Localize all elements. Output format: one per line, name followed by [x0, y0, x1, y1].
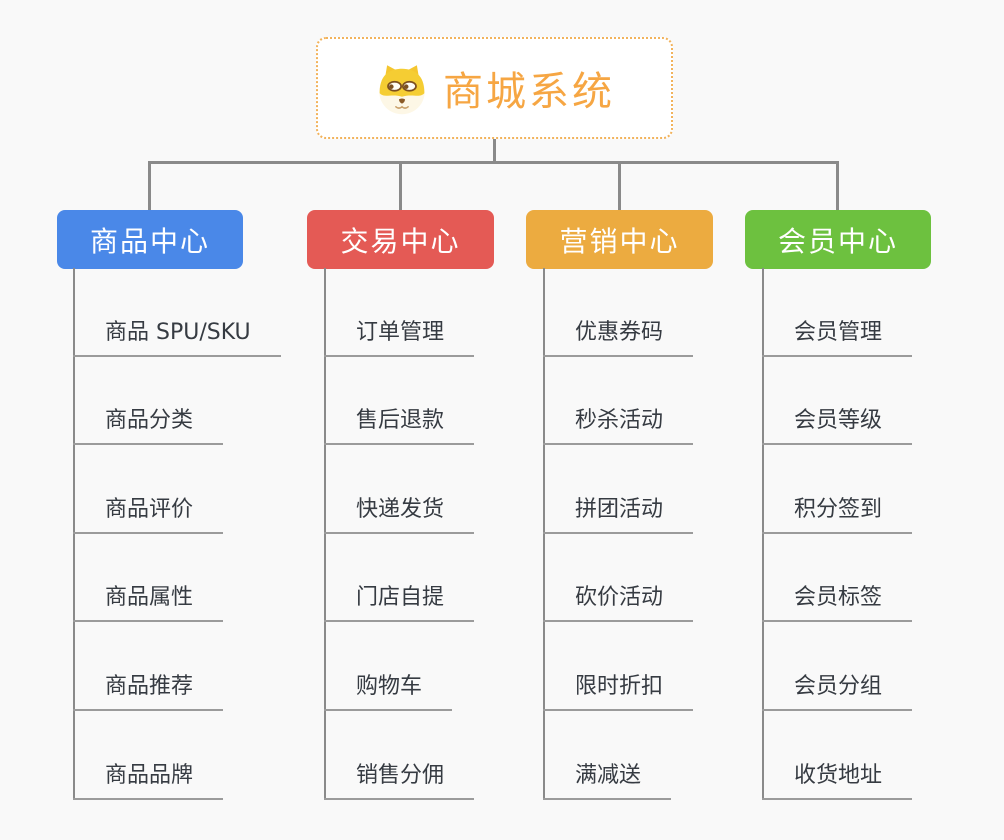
- mindmap-node[interactable]: 订单管理: [324, 268, 475, 357]
- mindmap-node[interactable]: 售后退款: [324, 357, 475, 446]
- node-label: 积分签到: [762, 491, 913, 534]
- mindmap-node[interactable]: 会员等级: [762, 357, 913, 446]
- mindmap-node[interactable]: 商品推荐: [73, 622, 281, 711]
- node-label: 商品分类: [73, 402, 224, 446]
- connector-stub-member: [836, 161, 839, 210]
- mindmap-node[interactable]: 收货地址: [762, 711, 913, 800]
- mindmap-node[interactable]: 门店自提: [324, 534, 475, 623]
- node-label: 拼团活动: [543, 491, 694, 534]
- branch-header-member[interactable]: 会员中心: [745, 210, 931, 269]
- node-label: 商品 SPU/SKU: [73, 314, 281, 357]
- branch-header-marketing[interactable]: 营销中心: [526, 210, 713, 269]
- connector-stub-product: [148, 161, 151, 210]
- node-label: 收货地址: [762, 757, 913, 800]
- node-label: 会员标签: [762, 579, 913, 623]
- branch-header-label: 会员中心: [777, 224, 898, 258]
- node-label: 会员分组: [762, 668, 913, 711]
- mindmap-node[interactable]: 商品 SPU/SKU: [73, 268, 281, 357]
- node-label: 门店自提: [324, 579, 475, 623]
- node-label: 购物车: [324, 668, 453, 711]
- mindmap-node[interactable]: 砍价活动: [543, 534, 694, 623]
- node-label: 会员等级: [762, 402, 913, 446]
- mindmap-node[interactable]: 快递发货: [324, 445, 475, 534]
- connector-stub-marketing: [618, 161, 621, 210]
- node-label: 秒杀活动: [543, 402, 694, 446]
- node-label: 订单管理: [324, 314, 475, 357]
- branch-header-label: 营销中心: [559, 224, 680, 258]
- node-label: 销售分佣: [324, 757, 475, 800]
- mindmap-node[interactable]: 限时折扣: [543, 622, 694, 711]
- node-label: 商品推荐: [73, 668, 224, 711]
- branch-rail-trade: [324, 268, 326, 800]
- node-label: 商品评价: [73, 491, 224, 534]
- mindmap-node[interactable]: 商品品牌: [73, 711, 281, 800]
- mindmap-node[interactable]: 会员标签: [762, 534, 913, 623]
- node-label: 限时折扣: [543, 668, 694, 711]
- branch-header-label: 商品中心: [89, 224, 210, 258]
- node-label: 商品品牌: [73, 757, 224, 800]
- connector-root-vertical: [493, 139, 496, 163]
- branch-rail-member: [762, 268, 764, 800]
- branch-rail-product: [73, 268, 75, 800]
- node-label: 商品属性: [73, 579, 224, 623]
- branch-items-product: 商品 SPU/SKU 商品分类 商品评价 商品属性 商品推荐 商品品牌: [73, 268, 281, 800]
- mindmap-node[interactable]: 销售分佣: [324, 711, 475, 800]
- mindmap-node[interactable]: 商品分类: [73, 357, 281, 446]
- branch-header-label: 交易中心: [340, 224, 461, 258]
- connector-main-horizontal: [148, 161, 839, 164]
- branch-items-member: 会员管理 会员等级 积分签到 会员标签 会员分组 收货地址: [762, 268, 913, 800]
- mindmap-node[interactable]: 积分签到: [762, 445, 913, 534]
- root-title: 商城系统: [443, 69, 615, 115]
- dog-face-icon: [374, 60, 430, 116]
- node-label: 快递发货: [324, 491, 475, 534]
- mindmap-node[interactable]: 商品评价: [73, 445, 281, 534]
- mindmap-node[interactable]: 购物车: [324, 622, 474, 711]
- mindmap-node[interactable]: 拼团活动: [543, 445, 694, 534]
- branch-header-trade[interactable]: 交易中心: [307, 210, 494, 269]
- node-label: 会员管理: [762, 314, 913, 357]
- mindmap-node[interactable]: 会员分组: [762, 622, 913, 711]
- connector-stub-trade: [399, 161, 402, 210]
- mindmap-node[interactable]: 商品属性: [73, 534, 281, 623]
- mindmap-node[interactable]: 秒杀活动: [543, 357, 694, 446]
- branch-rail-marketing: [543, 268, 545, 800]
- node-label: 砍价活动: [543, 579, 694, 623]
- branch-items-trade: 订单管理 售后退款 快递发货 门店自提 购物车 销售分佣: [324, 268, 475, 800]
- node-label: 满减送: [543, 757, 672, 800]
- branch-items-marketing: 优惠券码 秒杀活动 拼团活动 砍价活动 限时折扣 满减送: [543, 268, 694, 800]
- node-label: 售后退款: [324, 402, 475, 446]
- node-label: 优惠券码: [543, 314, 694, 357]
- mindmap-node[interactable]: 会员管理: [762, 268, 913, 357]
- mindmap-node[interactable]: 满减送: [543, 711, 693, 800]
- root-node[interactable]: 商城系统: [316, 37, 673, 139]
- mindmap-node[interactable]: 优惠券码: [543, 268, 694, 357]
- branch-header-product[interactable]: 商品中心: [57, 210, 243, 269]
